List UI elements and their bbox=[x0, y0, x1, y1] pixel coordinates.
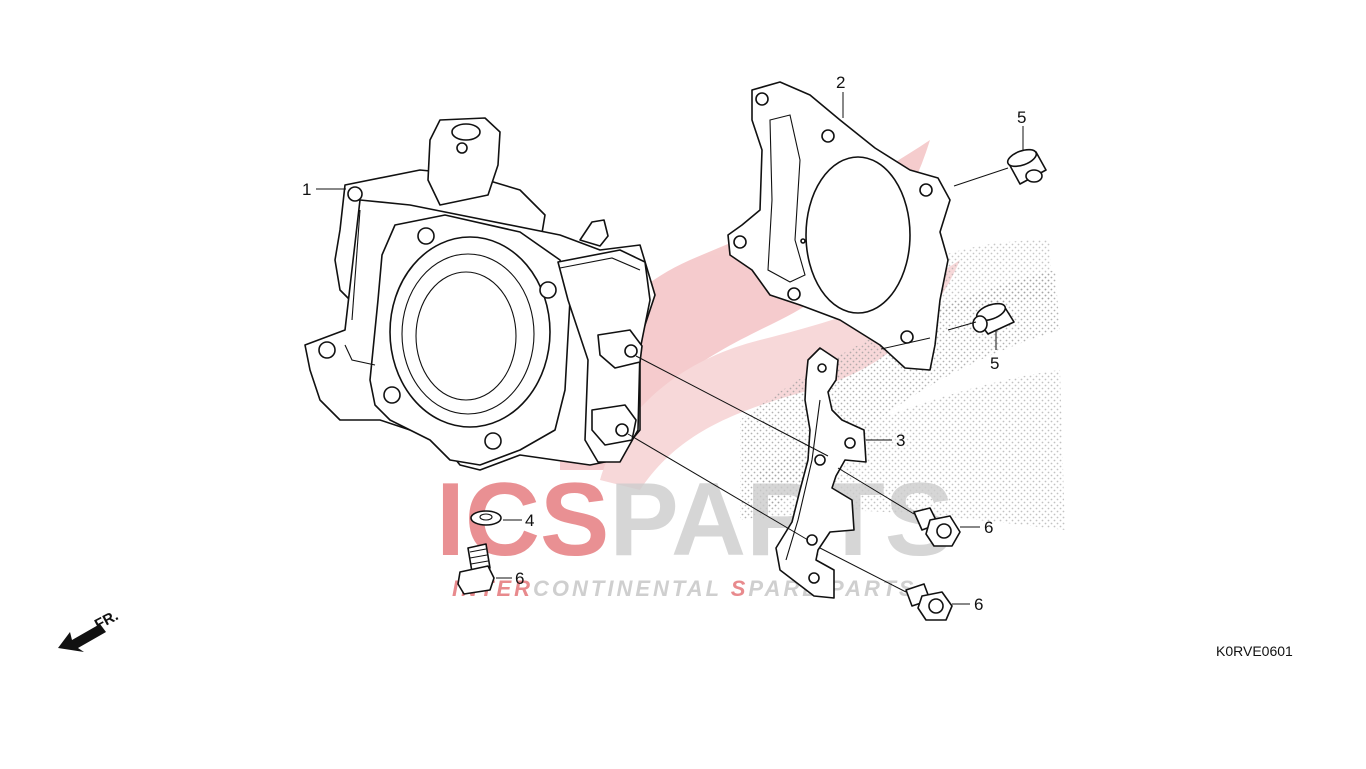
leader-lines bbox=[316, 92, 1024, 605]
callout-6-bracket-lower: 6 bbox=[974, 595, 983, 614]
callout-2: 2 bbox=[836, 73, 845, 92]
callout-3: 3 bbox=[896, 431, 905, 450]
callout-6-bracket-upper: 6 bbox=[984, 518, 993, 537]
callout-5-upper: 5 bbox=[1017, 108, 1026, 127]
part-bolt-left[interactable] bbox=[457, 543, 495, 595]
part-cylinder[interactable] bbox=[304, 117, 656, 471]
part-bolt-right-upper[interactable] bbox=[913, 507, 961, 547]
callout-4: 4 bbox=[525, 511, 534, 530]
watermark-brand-red: ICS bbox=[436, 462, 609, 578]
part-cylinder-gasket[interactable] bbox=[727, 81, 951, 371]
callout-5-lower: 5 bbox=[990, 354, 999, 373]
callout-labels: 1 2 3 4 5 5 6 6 6 bbox=[302, 73, 1026, 614]
part-bracket[interactable] bbox=[775, 347, 867, 599]
callout-1: 1 bbox=[302, 180, 311, 199]
part-dowel-pin-lower[interactable] bbox=[972, 300, 1015, 335]
callout-6-left: 6 bbox=[515, 569, 524, 588]
watermark-tagline-3: S bbox=[731, 576, 749, 601]
part-washer[interactable] bbox=[470, 510, 502, 526]
diagram-code: K0RVE0601 bbox=[1216, 643, 1293, 659]
part-bolt-right-lower[interactable] bbox=[905, 583, 953, 621]
watermark-tagline-2: CONTINENTAL bbox=[533, 576, 731, 601]
front-direction-indicator: FR. bbox=[58, 607, 121, 652]
front-arrow-icon bbox=[58, 624, 106, 652]
part-dowel-pin-upper[interactable] bbox=[1006, 146, 1047, 185]
